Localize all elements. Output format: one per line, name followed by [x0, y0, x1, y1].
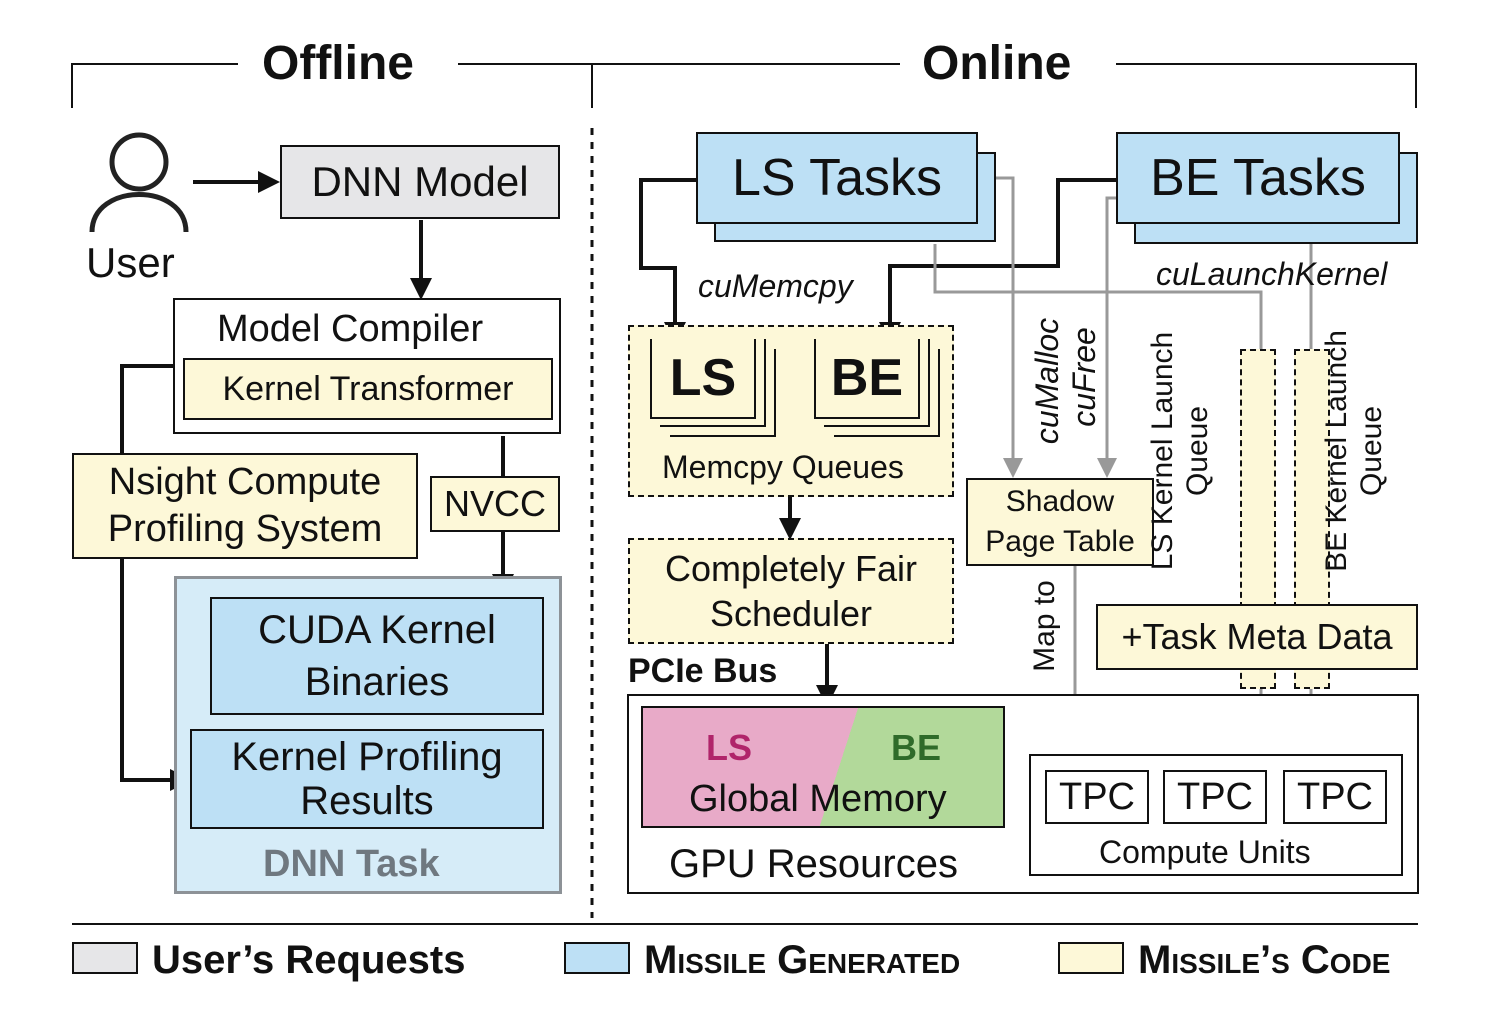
- be-kernel-queue-line-1: BE Kernel Launch: [1320, 330, 1353, 572]
- cuda-kernel-line-1: CUDA Kernel: [258, 608, 496, 652]
- compute-units-label: Compute Units: [1099, 834, 1311, 870]
- nvcc-label: NVCC: [443, 483, 546, 524]
- task-meta-data-box: +Task Meta Data: [1096, 604, 1418, 670]
- gpu-resources-label: GPU Resources: [669, 842, 958, 886]
- tpc-unit: TPC: [1283, 770, 1387, 824]
- dnn-model-box: DNN Model: [280, 145, 560, 219]
- kernel-profiling-results-box: Kernel Profiling Results: [190, 729, 544, 829]
- cfs-line-1: Completely Fair: [664, 548, 918, 589]
- online-header: Online: [922, 37, 1072, 90]
- ls-tasks-label: LS Tasks: [731, 149, 943, 207]
- shadow-page-table-box: Shadow Page Table: [966, 478, 1154, 566]
- nsight-line-1: Nsight Compute: [108, 460, 382, 503]
- pcie-bus-label: PCIe Bus: [628, 652, 778, 690]
- cumemcpy-label: cuMemcpy: [698, 268, 853, 304]
- offline-bracket: [71, 63, 593, 108]
- ls-kernel-queue-line-2: Queue: [1180, 405, 1214, 497]
- shadow-line-1: Shadow: [1005, 484, 1115, 518]
- arrow-compiler-to-profiling: [120, 364, 192, 791]
- memory-be-label: BE: [891, 727, 942, 768]
- model-compiler-box: Model Compiler Kernel Transformer: [173, 298, 561, 434]
- tpc-label: TPC: [1297, 776, 1373, 818]
- shadow-line-2: Page Table: [985, 525, 1135, 558]
- legend-swatch-yellow: [1058, 942, 1124, 974]
- cuda-kernel-binaries-box: CUDA Kernel Binaries: [210, 597, 544, 715]
- tpc-label: TPC: [1059, 776, 1135, 818]
- global-memory-label: Global Memory: [689, 778, 947, 820]
- tpc-label: TPC: [1177, 776, 1253, 818]
- memory-ls-label: LS: [706, 727, 753, 768]
- ls-tasks-box: LS Tasks: [696, 132, 978, 224]
- kernel-profiling-line-2: Results: [300, 779, 434, 823]
- kernel-transformer-label: Kernel Transformer: [222, 370, 514, 408]
- user-label: User: [86, 239, 175, 286]
- kernel-transformer-box: Kernel Transformer: [183, 358, 553, 420]
- ls-kernel-queue-line-1: LS Kernel Launch: [1146, 331, 1179, 571]
- nsight-line-2: Profiling System: [107, 508, 383, 550]
- tpc-unit: TPC: [1045, 770, 1149, 824]
- be-kernel-queue-line-2: Queue: [1354, 405, 1388, 497]
- cfs-line-2: Scheduler: [709, 593, 873, 634]
- ls-queue-label: LS: [669, 349, 737, 407]
- cuda-kernel-line-2: Binaries: [304, 660, 450, 704]
- nsight-profiling-box: Nsight Compute Profiling System: [72, 453, 418, 559]
- offline-header: Offline: [262, 37, 414, 90]
- legend-missile-generated: Missile Generated: [644, 938, 961, 982]
- completely-fair-scheduler-box: Completely Fair Scheduler: [628, 538, 954, 644]
- model-compiler-label: Model Compiler: [217, 308, 484, 350]
- culaunchkernel-label: cuLaunchKernel: [1156, 256, 1388, 292]
- legend-users-requests: User’s Requests: [152, 938, 466, 982]
- online-bracket: [592, 63, 1417, 108]
- kernel-profiling-line-1: Kernel Profiling: [231, 735, 503, 779]
- cufree-label: cuFree: [1066, 327, 1102, 427]
- arrow-be-tasks-to-be-queue: [879, 178, 1116, 344]
- compute-units-box: TPC TPC TPC Compute Units: [1029, 754, 1403, 876]
- be-queue-label: BE: [830, 349, 904, 407]
- be-tasks-label: BE Tasks: [1150, 149, 1366, 207]
- memcpy-queues-region: LS BE Memcpy Queues: [628, 325, 954, 497]
- dnn-task-box: CUDA Kernel Binaries Kernel Profiling Re…: [174, 576, 562, 894]
- be-queue: BE: [814, 339, 920, 419]
- be-queue-mid-card: [824, 339, 930, 427]
- arrow-ls-tasks-to-ls-queue: [639, 178, 696, 344]
- tpc-unit: TPC: [1163, 770, 1267, 824]
- arrow-be-tasks-to-shadow: [1097, 196, 1118, 478]
- ls-queue: LS: [650, 339, 756, 419]
- be-kernel-queue-label: BE Kernel Launch Queue: [1320, 316, 1394, 586]
- user-icon: [89, 132, 189, 233]
- dnn-model-label: DNN Model: [311, 158, 529, 205]
- gpu-resources-box: LS BE Global Memory GPU Resources TPC TP…: [627, 694, 1419, 894]
- nvcc-box: NVCC: [430, 476, 560, 532]
- cumalloc-label: cuMalloc: [1029, 317, 1065, 445]
- ls-kernel-queue-label: LS Kernel Launch Queue: [1146, 316, 1220, 586]
- global-memory-box: LS BE Global Memory: [641, 706, 1005, 828]
- task-meta-data-label: +Task Meta Data: [1121, 616, 1393, 657]
- be-queue-back-card: [834, 349, 940, 437]
- ls-queue-mid-card: [660, 339, 766, 427]
- ls-queue-back-card: [670, 349, 776, 437]
- map-to-label: Map to: [1028, 580, 1061, 672]
- memcpy-queues-label: Memcpy Queues: [662, 449, 904, 485]
- be-tasks-box: BE Tasks: [1116, 132, 1400, 224]
- legend-swatch-blue: [564, 942, 630, 974]
- dnn-task-label: DNN Task: [263, 843, 440, 885]
- legend-missile-code: Missile’s Code: [1138, 938, 1391, 982]
- legend-swatch-gray: [72, 942, 138, 974]
